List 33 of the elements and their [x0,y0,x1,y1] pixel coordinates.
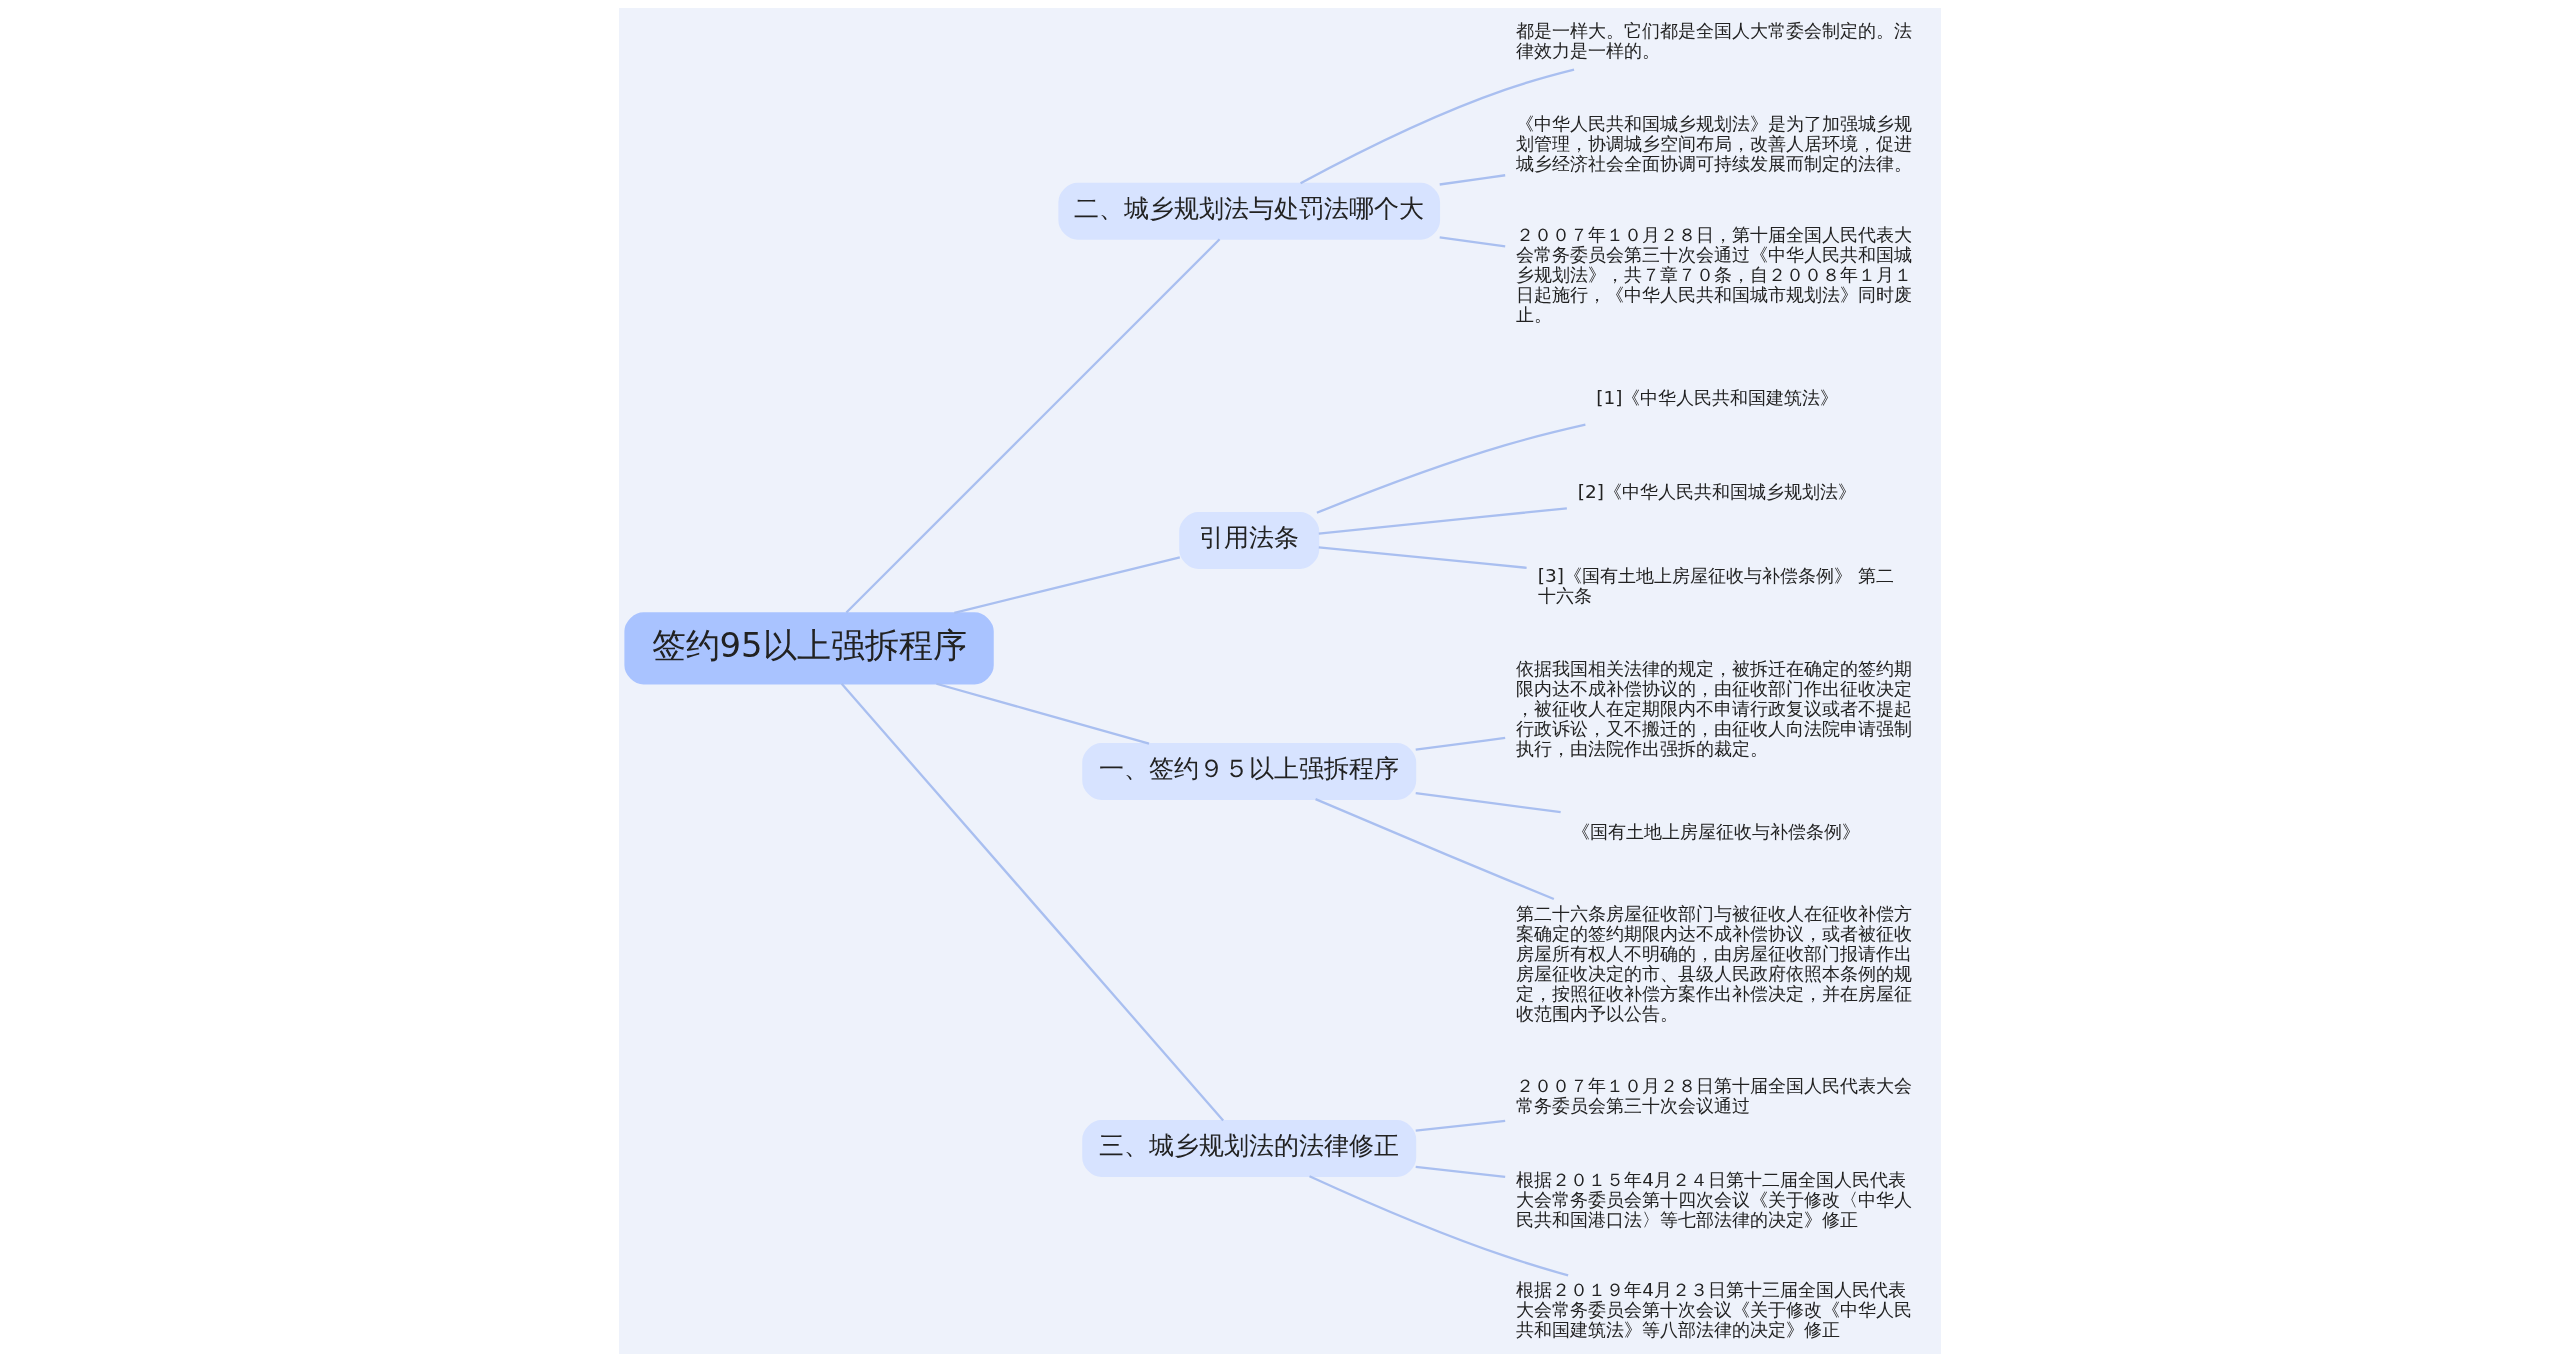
node-text: [2]《中华人民共和国城乡规划法》 [1577,480,1856,502]
connector [1315,798,1555,901]
node-box: 三、城乡规划法的法律修正 [1082,1120,1417,1177]
node-text: ２００７年１０月２８日第十届全国人民代表大会常务委员会第三十次会议通过 [1516,1075,1913,1117]
connector [936,682,1150,745]
connector [1318,507,1567,535]
connector [840,683,1224,1122]
node-text: 依据我国相关法律的规定，被拆迁在确定的签约期限内达不成补偿协议的，由征收部门作出征收决定，被征收人在定期限内不申请行政复议或者不提起行政诉讼，又不搬迁的，由征收人向法院申请强制执行，由法院作出强拆的裁定。 [1516,657,1913,759]
node-box: 一、签约９５以上强拆程序 [1082,742,1417,800]
connector [1300,68,1575,185]
node-text: [3]《国有土地上房屋征收与补偿条例》 第二十六条 [1537,564,1894,606]
node-text: 《国有土地上房屋征收与补偿条例》 [1571,820,1860,842]
node-text: [1]《中华人民共和国建筑法》 [1596,386,1839,408]
node-text: ２００７年１０月２８日，第十届全国人民代表大会常务委员会第三十次会通过《中华人民共和国城乡规划法》，共７章７０条，自２００８年１月１日起施行，《中华人民共和国城市规划法》同时废止。 [1516,223,1913,325]
node-box: 引用法条 [1179,512,1320,570]
connector [1439,174,1506,186]
connector [1439,236,1506,248]
connector [1415,736,1506,751]
node-box: 签约95以上强拆程序 [624,612,994,685]
node-text: 《中华人民共和国城乡规划法》是为了加强城乡规划管理，协调城乡空间布局，改善人居环境，促进城乡经济社会全面协调可持续发展而制定的法律。 [1516,112,1913,174]
connector [954,556,1181,614]
connector [1318,546,1527,569]
connector [1316,423,1586,514]
connector [1415,791,1561,814]
node-text: 根据２０１５年4月２４日第十二届全国人民代表大会常务委员会第十四次会议《关于修改〈中华人民共和国港口法〉等七部法律的决定》修正 [1516,1168,1913,1230]
node-text: 都是一样大。它们都是全国人大常委会制定的。法律效力是一样的。 [1516,19,1913,61]
connector [1415,1165,1506,1179]
node-text: 第二十六条房屋征收部门与被征收人在征收补偿方案确定的签约期限内达不成补偿协议，或者被征收房屋所有权人不明确的，由房屋征收部门报请作出房屋征收决定的市、县级人民政府依照本条例的规定，按照征收补偿方案作出补偿决定，并在房屋征收范围内予以公告。 [1516,903,1913,1025]
node-box: 二、城乡规划法与处罚法哪个大 [1058,182,1441,240]
connector [845,238,1221,614]
node-text: 根据２０１９年4月２３日第十三届全国人民代表大会常务委员会第十次会议《关于修改《中华人民共和国建筑法》等八部法律的决定》修正 [1516,1279,1913,1341]
connector [1415,1119,1506,1132]
connector [1309,1175,1569,1277]
